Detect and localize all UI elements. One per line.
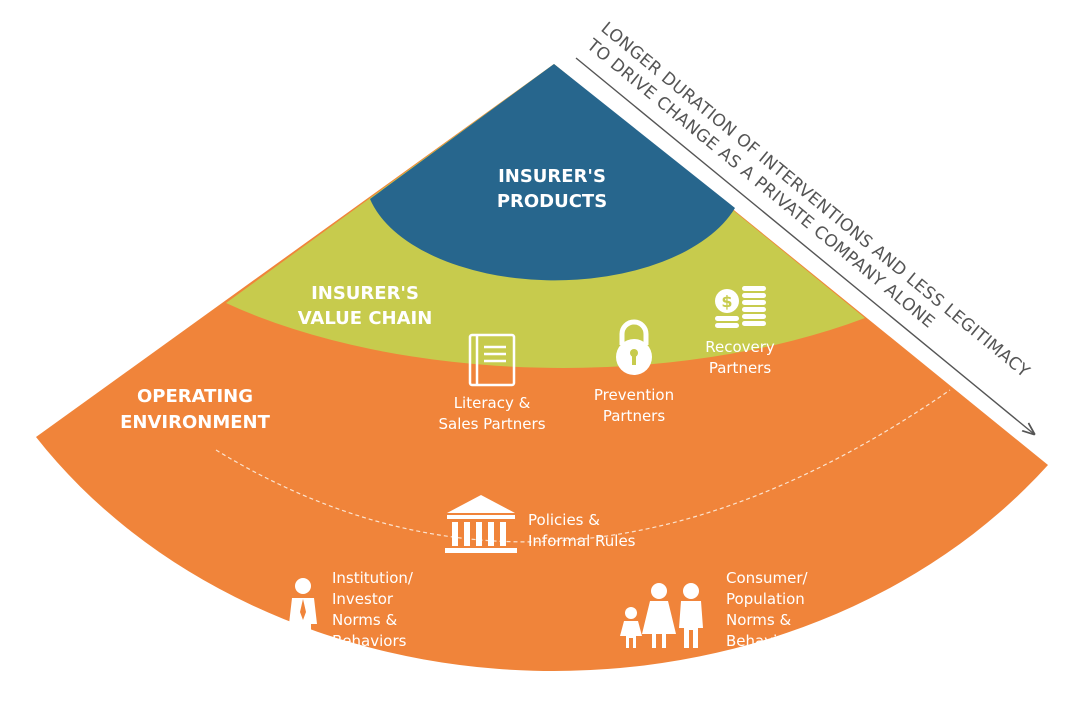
policies-label-line2: Informal Rules — [528, 532, 636, 550]
institution-label-line1: Institution/ — [332, 569, 414, 587]
family-icon — [620, 583, 703, 648]
consumer-label-line4: Behaviors — [726, 632, 801, 650]
dashed-divider — [215, 389, 951, 543]
value-chain-title-line1: INSURER'S — [311, 283, 419, 304]
svg-text:$: $ — [721, 292, 732, 311]
prevention-label-line2: Partners — [603, 407, 666, 425]
consumer-label-line3: Norms & — [726, 611, 791, 629]
investor-person-icon — [289, 578, 317, 650]
institution-building-icon — [445, 495, 517, 553]
consumer-label-line2: Population — [726, 590, 805, 608]
value-chain-title-line2: VALUE CHAIN — [298, 308, 433, 329]
institution-label-line4: Behaviors — [332, 632, 407, 650]
book-icon — [468, 333, 516, 387]
operating-title-line1: OPERATING — [137, 386, 253, 407]
recovery-label-line2: Partners — [709, 359, 772, 377]
consumer-label-line1: Consumer/ — [726, 569, 808, 587]
institution-label-line3: Norms & — [332, 611, 397, 629]
policies-label-line1: Policies & — [528, 511, 600, 529]
products-title-line2: PRODUCTS — [497, 191, 607, 212]
lock-icon — [616, 319, 652, 375]
institution-label-line2: Investor — [332, 590, 394, 608]
recovery-label-line1: Recovery — [705, 338, 775, 356]
operating-title-line2: ENVIRONMENT — [120, 412, 270, 433]
products-title-line1: INSURER'S — [498, 166, 606, 187]
products-sector — [370, 64, 735, 281]
coins-icon: $ — [715, 286, 766, 328]
prevention-label-line1: Prevention — [594, 386, 674, 404]
literacy-label-line1: Literacy & — [454, 394, 531, 412]
direction-arrow — [575, 57, 1034, 434]
literacy-label-line2: Sales Partners — [438, 415, 545, 433]
